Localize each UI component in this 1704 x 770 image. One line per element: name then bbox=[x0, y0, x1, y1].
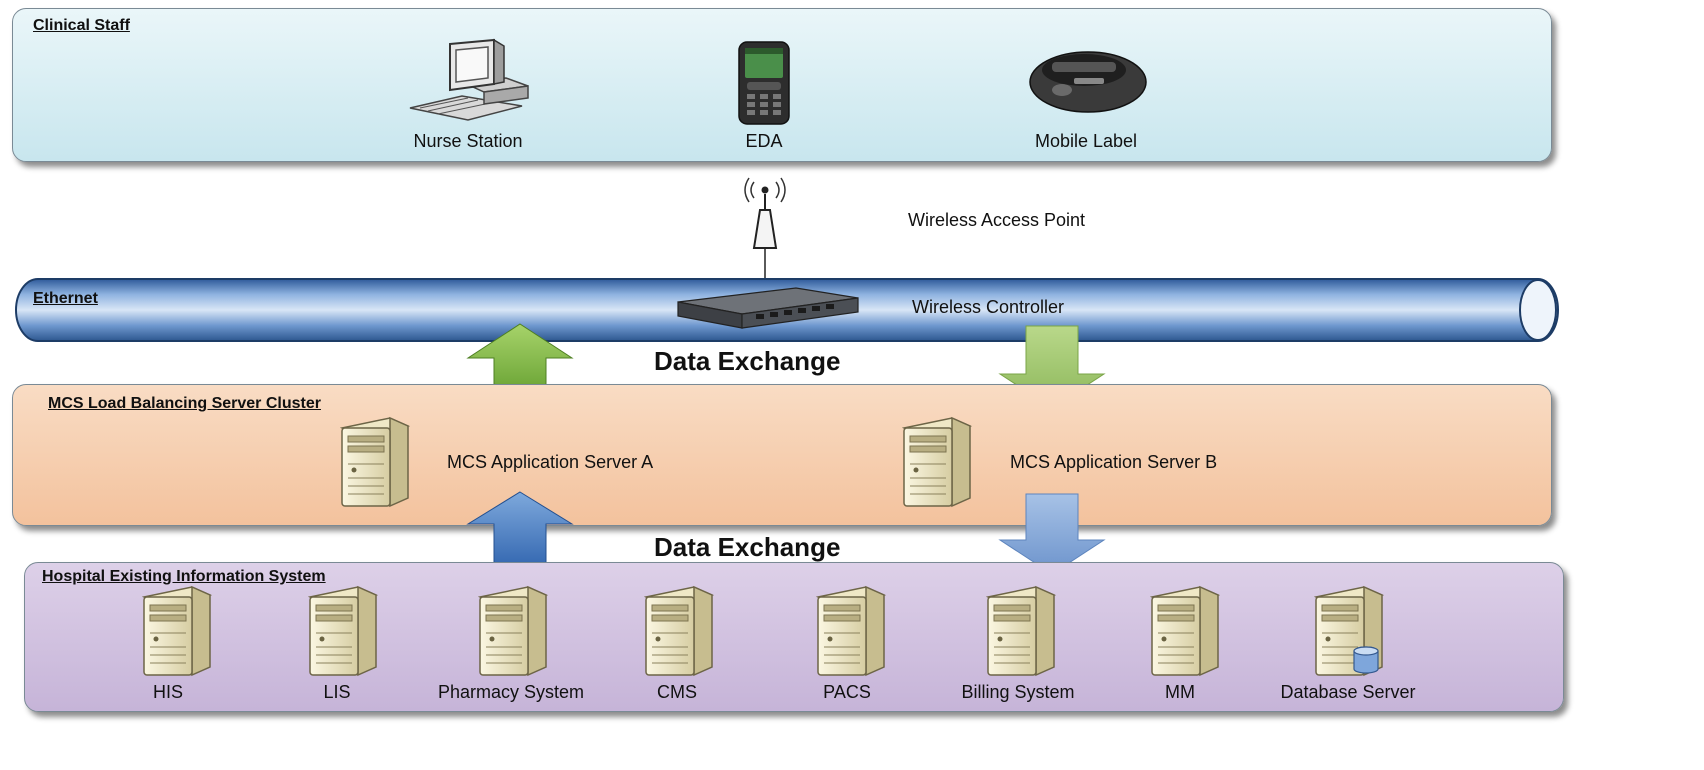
mobile-printer-icon bbox=[1022, 40, 1152, 120]
server-icon bbox=[132, 585, 212, 677]
system-label-pharmacy: Pharmacy System bbox=[437, 682, 585, 702]
server-icon bbox=[892, 416, 972, 508]
wireless-access-point-label: Wireless Access Point bbox=[908, 210, 1086, 230]
desktop-computer-icon bbox=[402, 38, 532, 126]
device-label-nurse-station: Nurse Station bbox=[413, 131, 523, 151]
system-label-pacs: PACS bbox=[823, 682, 871, 702]
wireless-controller-label: Wireless Controller bbox=[912, 297, 1065, 317]
wireless-controller-icon bbox=[676, 286, 860, 330]
database-server-icon bbox=[1304, 585, 1400, 677]
system-label-lis: LIS bbox=[323, 682, 351, 702]
data-exchange-top-label: Data Exchange bbox=[654, 346, 841, 376]
hospital-system-panel bbox=[24, 562, 1564, 712]
arrow-down-blue-icon bbox=[998, 492, 1106, 576]
system-label-his: HIS bbox=[152, 682, 184, 702]
system-label-mm: MM bbox=[1165, 682, 1195, 702]
server-icon bbox=[806, 585, 886, 677]
server-icon bbox=[976, 585, 1056, 677]
system-label-cms: CMS bbox=[657, 682, 697, 702]
data-exchange-bottom-label: Data Exchange bbox=[654, 532, 841, 562]
hospital-system-title: Hospital Existing Information System bbox=[42, 568, 326, 585]
mcs-cluster-panel bbox=[12, 384, 1552, 526]
system-label-billing: Billing System bbox=[961, 682, 1075, 702]
server-icon bbox=[298, 585, 378, 677]
server-icon bbox=[1140, 585, 1220, 677]
server-icon bbox=[468, 585, 548, 677]
ethernet-title: Ethernet bbox=[33, 290, 98, 307]
server-icon bbox=[634, 585, 714, 677]
system-label-database-server: Database Server bbox=[1280, 682, 1416, 702]
mcs-cluster-title: MCS Load Balancing Server Cluster bbox=[48, 395, 321, 412]
antenna-icon bbox=[740, 176, 790, 280]
device-label-eda: EDA bbox=[745, 131, 783, 151]
device-label-mobile-label: Mobile Label bbox=[1034, 131, 1138, 151]
mcs-server-a-label: MCS Application Server A bbox=[447, 452, 654, 472]
mcs-server-b-label: MCS Application Server B bbox=[1010, 452, 1218, 472]
clinical-staff-title: Clinical Staff bbox=[33, 17, 130, 34]
server-icon bbox=[330, 416, 410, 508]
handheld-device-icon bbox=[731, 38, 797, 128]
